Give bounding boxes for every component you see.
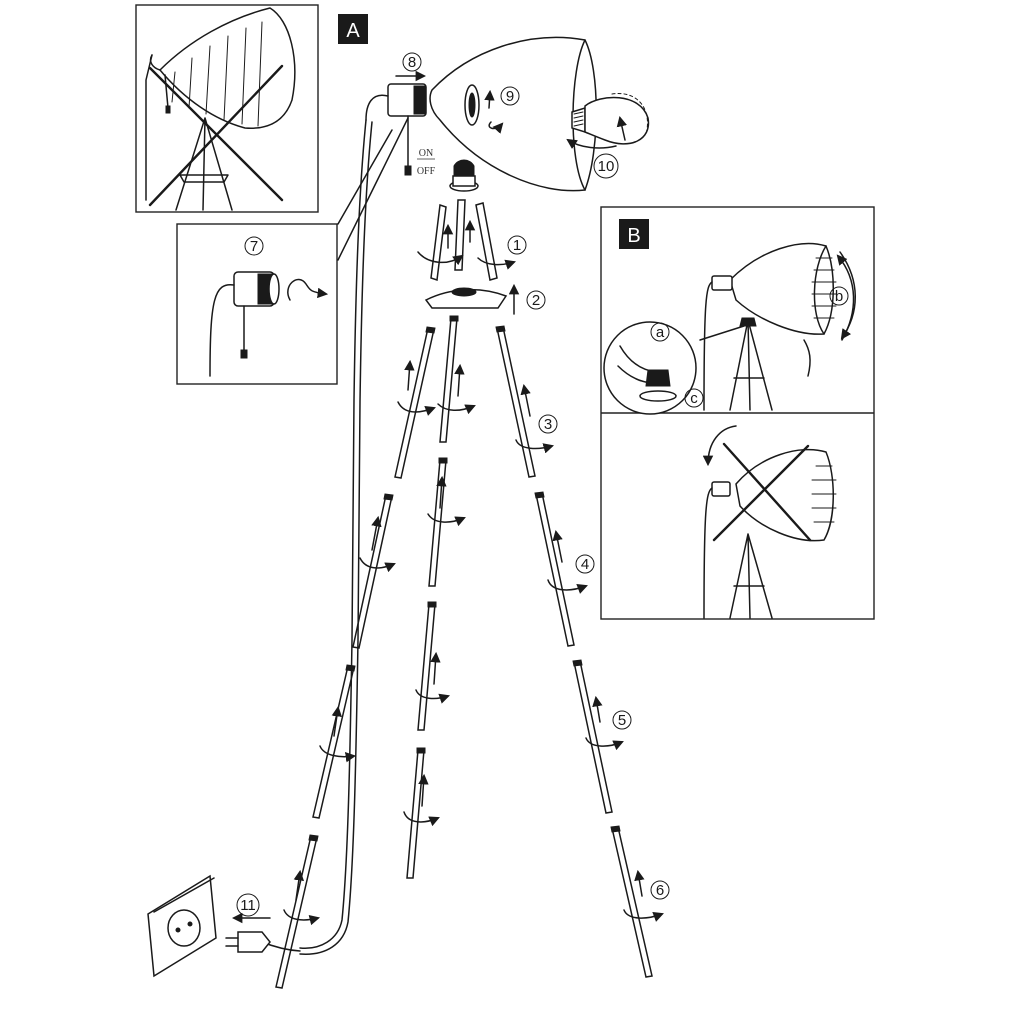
panel-b-label: B: [627, 225, 640, 247]
shelf-tray: [424, 283, 520, 315]
step-3-label: 3: [544, 416, 552, 433]
step-11-label: 11: [240, 897, 256, 914]
step-1-marker: 1: [507, 235, 527, 255]
step-5-marker: 5: [612, 710, 632, 730]
panel-a-label: A: [346, 20, 360, 42]
inset-wrong-orientation: [135, 4, 319, 213]
step-8-label: 8: [408, 54, 416, 71]
step-10-label: 10: [598, 158, 615, 175]
sub-step-c-marker: c: [684, 388, 704, 408]
step-2-marker: 2: [526, 290, 546, 310]
leg-stubs: [417, 199, 516, 282]
step-10-marker: 10: [593, 153, 619, 179]
step-5-label: 5: [618, 712, 626, 729]
step-6-marker: 6: [650, 880, 670, 900]
switch-off-label: OFF: [417, 166, 436, 177]
panel-a-badge: A: [338, 14, 368, 44]
step-4-marker: 4: [575, 554, 595, 574]
step-3-marker: 3: [538, 414, 558, 434]
twist-arrows: [283, 359, 664, 926]
inset-socket-detail: [176, 117, 409, 385]
lamp-socket: ON OFF: [365, 70, 436, 177]
sub-step-b-label: b: [835, 288, 843, 305]
step-8-marker: 8: [402, 52, 422, 72]
switch-on-label: ON: [419, 148, 433, 159]
step-1-label: 1: [513, 237, 521, 254]
step-4-label: 4: [581, 556, 589, 573]
step-7-marker: 7: [244, 236, 264, 256]
step-7-label: 7: [250, 238, 258, 255]
step-2-label: 2: [532, 292, 540, 309]
sub-step-b-marker: b: [829, 286, 849, 306]
wall-outlet: [147, 874, 217, 978]
step-9-marker: 9: [500, 86, 520, 106]
panel-b: B: [600, 206, 875, 620]
step-numbers: 1 2 3 4 5 6 7 8 9 10 11 a b c: [236, 52, 849, 917]
tilt-joint: [449, 159, 479, 192]
step-6-label: 6: [656, 882, 664, 899]
lamp-head: [429, 36, 650, 192]
sub-step-a-marker: a: [650, 322, 670, 342]
sub-step-a-label: a: [656, 324, 665, 341]
sub-step-c-label: c: [690, 390, 698, 407]
step-11-marker: 11: [236, 893, 260, 917]
power-plug: [225, 912, 271, 953]
step-9-label: 9: [506, 88, 514, 105]
leg-segments: [275, 315, 653, 989]
